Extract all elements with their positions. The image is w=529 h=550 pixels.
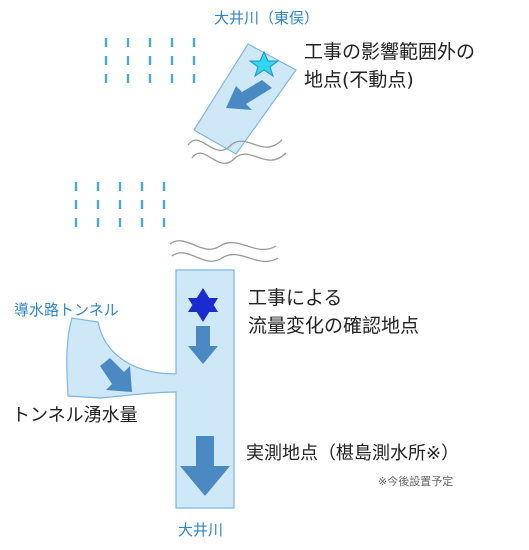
break-line-lower-2 — [171, 252, 279, 263]
check-point-arrow — [188, 326, 218, 364]
break-line-upper-2 — [191, 152, 287, 165]
check-star-icon — [188, 288, 218, 322]
flow-check-label-line1: 工事による — [248, 287, 343, 309]
rainfall-marks-lower — [74, 182, 166, 227]
reference-point-label-line1: 工事の影響範囲外の — [304, 41, 476, 63]
tunnel-inflow-label: トンネル湧水量 — [12, 405, 138, 426]
headrace-tunnel-label: 導水路トンネル — [14, 301, 119, 319]
rainfall-marks-upper — [104, 38, 196, 83]
measurement-point-label: 実測地点（椹島測水所※） — [246, 443, 460, 464]
main-river-channel — [66, 269, 235, 509]
reference-star-icon — [248, 50, 280, 78]
break-line-upper — [187, 139, 283, 152]
upstream-river-label: 大井川（東俣） — [214, 9, 320, 27]
downstream-river-label: 大井川 — [178, 521, 224, 539]
planned-note-label: ※今後設置予定 — [378, 475, 454, 488]
measurement-arrow — [180, 436, 230, 496]
reference-point-label-line2: 地点(不動点) — [304, 69, 414, 91]
tunnel-inflow-arrow — [100, 358, 132, 392]
upstream-flow-arrow — [226, 80, 272, 110]
break-line-lower — [169, 240, 277, 251]
flow-check-label-line2: 流量変化の確認地点 — [248, 315, 420, 337]
